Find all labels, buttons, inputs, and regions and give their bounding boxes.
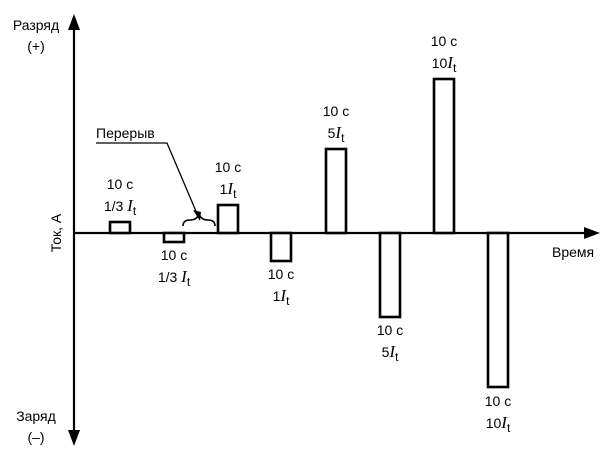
pulse-current-8: 10It (486, 413, 511, 435)
pulse-bar-8 (486, 231, 510, 389)
pulse-current-subscript-7: t (453, 61, 457, 75)
pulse-coef-5: 5 (328, 125, 336, 141)
pulse-current-subscript-8: t (507, 421, 511, 435)
charge-label: Заряд (16, 408, 56, 424)
pulse-coef-6: 5 (382, 344, 390, 360)
pulse-current-symbol-1: I (126, 196, 134, 215)
pulse-duration-8: 10 с (485, 393, 511, 409)
x-axis-title: Время (552, 244, 594, 260)
pulse-bar-5 (324, 147, 348, 235)
pulse-duration-3: 10 с (215, 159, 241, 175)
pulse-coef-3: 1 (220, 181, 228, 197)
pulse-current-symbol-6: I (388, 342, 396, 361)
pulse-current-symbol-5: I (334, 123, 342, 142)
pulse-duration-1: 10 с (107, 176, 133, 192)
pulse-coef-2: 1/3 (158, 269, 181, 285)
pulse-duration-6: 10 с (377, 322, 403, 338)
pulse-current-7: 10It (432, 53, 457, 75)
pulse-current-subscript-2: t (187, 275, 191, 289)
pulse-duration-2: 10 с (161, 247, 187, 263)
break-leader-line (96, 142, 199, 217)
pulse-current-subscript-4: t (286, 294, 290, 308)
pulse-current-symbol-7: I (446, 53, 454, 72)
y-axis-title: Ток, А (48, 213, 64, 252)
pulse-bar-6 (378, 231, 402, 319)
pulse-current-6: 5It (382, 342, 399, 364)
pulse-coef-7: 10 (432, 55, 448, 71)
break-label: Перерыв (96, 125, 155, 141)
pulse-bars (108, 77, 510, 389)
pulse-bar-3 (216, 203, 240, 235)
pulse-current-symbol-2: I (180, 267, 188, 286)
pulse-current-symbol-3: I (226, 179, 234, 198)
pulse-duration-5: 10 с (323, 103, 349, 119)
pulse-bar-1 (108, 220, 132, 235)
y-axis-bottom-arrow (68, 430, 80, 446)
break-brace (182, 211, 216, 227)
pulse-current-2: 1/3 It (158, 267, 191, 289)
pulse-duration-4: 10 с (268, 266, 294, 282)
charge-sign: (–) (27, 429, 44, 445)
pulse-current-1: 1/3 It (104, 196, 137, 218)
pulse-current-symbol-8: I (500, 413, 508, 432)
pulse-current-symbol-4: I (279, 286, 287, 305)
pulse-current-subscript-3: t (233, 187, 237, 201)
pulse-coef-1: 1/3 (104, 198, 127, 214)
pulse-current-3: 1It (220, 179, 237, 201)
pulse-current-subscript-5: t (341, 131, 345, 145)
pulse-duration-7: 10 с (431, 33, 457, 49)
pulse-bar-2 (162, 231, 186, 244)
pulse-bar-4 (269, 231, 293, 263)
pulse-current-subscript-1: t (133, 204, 137, 218)
pulse-current-5: 5It (328, 123, 345, 145)
discharge-sign: (+) (27, 38, 45, 54)
pulse-coef-4: 1 (273, 288, 281, 304)
y-axis-top-arrow (68, 14, 80, 30)
pulse-current-subscript-6: t (395, 350, 399, 364)
pulse-current-4: 1It (273, 286, 290, 308)
x-axis-arrow (584, 227, 600, 239)
discharge-label: Разряд (13, 17, 59, 33)
pulse-bar-7 (432, 77, 456, 235)
pulse-coef-8: 10 (486, 415, 502, 431)
